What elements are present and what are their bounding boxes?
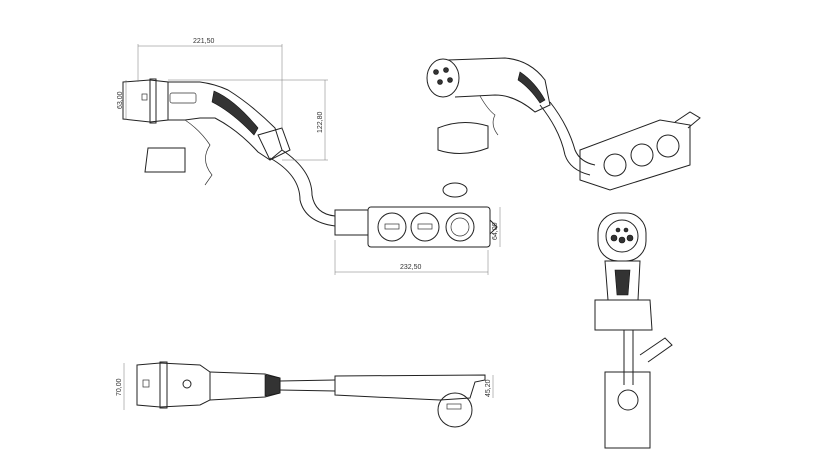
dim-45-20: 45,20 <box>485 379 492 397</box>
dimension-lines <box>123 44 501 410</box>
dim-232-50: 232,50 <box>400 264 422 271</box>
dim-63-00: 63,00 <box>117 91 124 109</box>
dim-64-00: 64,00 <box>492 222 499 240</box>
side-view <box>122 78 498 248</box>
dim-221-50: 221,50 <box>193 38 215 45</box>
front-view <box>594 212 673 449</box>
isometric-view <box>426 57 701 191</box>
dim-122-80: 122,80 <box>317 111 324 133</box>
bottom-view <box>136 361 486 428</box>
dim-70-00: 70,00 <box>116 378 123 396</box>
